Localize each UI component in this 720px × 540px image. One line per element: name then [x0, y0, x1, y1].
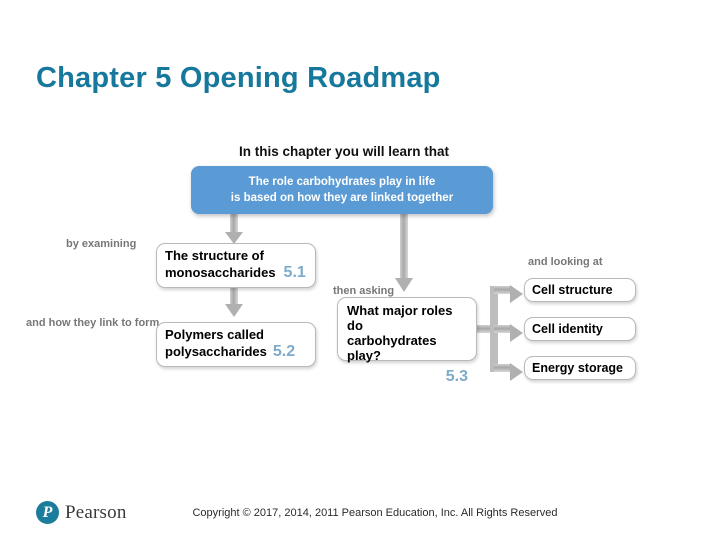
arrow-51-to-52 — [225, 288, 243, 317]
arrow-main-to-53 — [395, 214, 413, 292]
node-cell-identity[interactable]: Cell identity — [524, 317, 636, 341]
node-53-section-number: 5.3 — [445, 367, 468, 385]
page-title: Chapter 5 Opening Roadmap — [36, 62, 441, 94]
pearson-logo: P Pearson — [36, 501, 127, 524]
node-52-line2: polysaccharides — [165, 343, 267, 359]
arrow-main-to-51 — [225, 214, 243, 244]
node-energy-storage-label: Energy storage — [532, 360, 624, 375]
caption-then-asking: then asking — [333, 285, 395, 297]
main-statement-box: The role carbohydrates play in life is b… — [191, 166, 493, 214]
node-52-line1: Polymers called — [165, 327, 264, 342]
main-statement-line1: The role carbohydrates play in life — [248, 175, 436, 188]
caption-and-looking-at: and looking at — [528, 256, 603, 268]
node-53-line1: What major roles do — [347, 303, 453, 333]
pearson-wordmark: Pearson — [65, 501, 127, 523]
node-53-line2: carbohydrates play? — [347, 332, 437, 363]
node-51-line2: monosaccharides — [165, 264, 276, 280]
node-energy-storage[interactable]: Energy storage — [524, 356, 636, 380]
node-polymers-called-polysaccharides[interactable]: Polymers called polysaccharides 5.2 — [156, 322, 316, 367]
arrow-53-to-outcomes — [477, 285, 523, 381]
caption-and-how-they-link-to-form: and how they link to form — [26, 317, 160, 329]
main-statement-line2: is based on how they are linked together — [230, 192, 454, 204]
node-51-line1: The structure of — [165, 248, 264, 263]
node-cell-structure[interactable]: Cell structure — [524, 278, 636, 302]
caption-by-examining: by examining — [66, 238, 137, 250]
node-51-section-number: 5.1 — [283, 263, 306, 281]
node-cell-identity-label: Cell identity — [532, 321, 603, 336]
copyright-notice: Copyright © 2017, 2014, 2011 Pearson Edu… — [192, 507, 558, 519]
node-cell-structure-label: Cell structure — [532, 282, 613, 297]
node-structure-of-monosaccharides[interactable]: The structure of monosaccharides 5.1 — [156, 243, 316, 288]
chapter-roadmap-diagram: In this chapter you will learn that The … — [0, 130, 720, 410]
node-what-major-roles-do-carbohydrates-play[interactable]: What major roles do carbohydrates play? … — [337, 297, 477, 385]
pearson-p-icon: P — [36, 501, 59, 524]
roadmap-heading: In this chapter you will learn that — [238, 144, 450, 159]
node-52-section-number: 5.2 — [272, 342, 296, 360]
